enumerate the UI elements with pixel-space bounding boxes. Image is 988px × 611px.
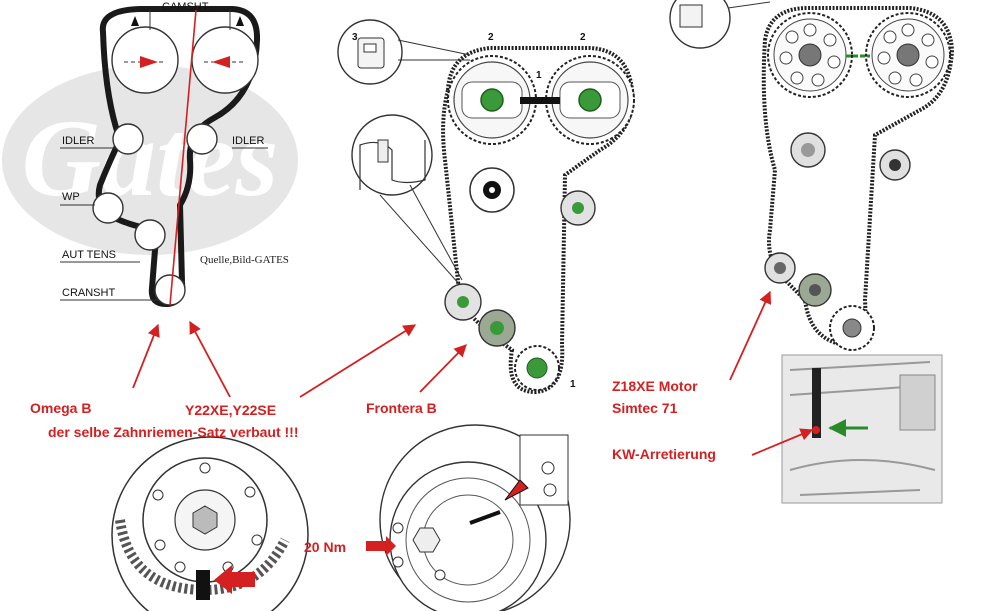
frontera-crank-sprocket	[514, 345, 560, 391]
crank-marker-1: 1	[570, 379, 576, 390]
cam-marker-2-left: 2	[488, 32, 494, 43]
idler-left-label: IDLER	[62, 135, 94, 147]
frontera-crank-detail	[366, 424, 571, 611]
frontera-idler-lower	[444, 283, 482, 321]
same-kit-note: der selbe Zahnriemen-Satz verbaut !!!	[48, 424, 299, 440]
source-credit: Quelle,Bild-GATES	[200, 254, 289, 266]
cam-marker-2-right: 2	[580, 32, 586, 43]
frontera-belt-diagram: 3 2 2 1	[337, 19, 635, 395]
camshaft-label: CAMSHT	[162, 1, 209, 13]
z18-crank-sprocket	[829, 305, 875, 351]
idler-pulley-left	[112, 123, 144, 155]
timing-mark-arrow-icon	[140, 56, 158, 68]
tensioner-detail-inset: 3	[337, 19, 471, 85]
torque-arrow-icon	[366, 536, 396, 556]
water-pump-label: WP	[62, 191, 80, 203]
cam-lock-tool	[520, 97, 560, 104]
idler-pulley-right	[186, 123, 218, 155]
z18-idler-upper	[790, 132, 826, 168]
triangle-mark-icon	[131, 16, 139, 26]
water-pump-pulley	[92, 192, 124, 224]
tensioner-label: AUT TENS	[62, 249, 116, 261]
alignment-line	[169, 9, 197, 306]
cam-marker-1: 1	[536, 70, 542, 81]
z18xe-label: Z18XE Motor	[612, 378, 698, 394]
simtec-label: Simtec 71	[612, 400, 678, 416]
omega-crank-detail	[111, 436, 309, 611]
z18-cam-sprocket-left	[767, 12, 853, 98]
inset-marker-3: 3	[352, 32, 358, 43]
engine-codes-label: Y22XE,Y22SE	[185, 402, 276, 418]
idler-right-label: IDLER	[232, 135, 264, 147]
torque-label: 20 Nm	[304, 539, 346, 555]
z18-tensioner	[798, 273, 832, 307]
tensioner-pulley	[134, 219, 166, 251]
frontera-idler-right	[560, 190, 596, 226]
z18-idler-lower	[764, 252, 796, 284]
gates-logo-text: Gates	[22, 97, 279, 219]
omega-b-label: Omega B	[30, 400, 91, 416]
crank-lock-label: KW-Arretierung	[612, 446, 716, 462]
annotation-arrows	[132, 290, 814, 456]
frontera-tensioner	[478, 309, 516, 347]
camshaft-pulley-left	[111, 16, 179, 94]
mark-detail-inset	[351, 114, 463, 286]
crank-lock-photo	[781, 354, 943, 504]
camshaft-pulley-right	[191, 16, 259, 94]
belt-routing-diagram: CAMSHT IDLER IDLER WP AUT TENS CRANSHT Q…	[60, 1, 289, 308]
red-pointer-icon	[504, 479, 529, 501]
frontera-water-pump	[469, 167, 515, 213]
z18xe-belt-diagram	[669, 0, 955, 504]
z18-idler-right	[879, 149, 911, 181]
triangle-mark-icon	[236, 16, 244, 26]
crank-lock-tool	[812, 368, 821, 438]
frontera-cam-sprocket-right	[545, 55, 635, 145]
crank-mark-block	[196, 570, 210, 600]
z18-cam-sprocket-right	[865, 12, 951, 98]
z18-timing-belt	[761, 6, 955, 348]
red-arrow-icon	[214, 565, 255, 594]
timing-mark-arrow-icon	[212, 56, 230, 68]
frontera-b-label: Frontera B	[366, 400, 437, 416]
crankshaft-label: CRANSHT	[62, 287, 115, 299]
